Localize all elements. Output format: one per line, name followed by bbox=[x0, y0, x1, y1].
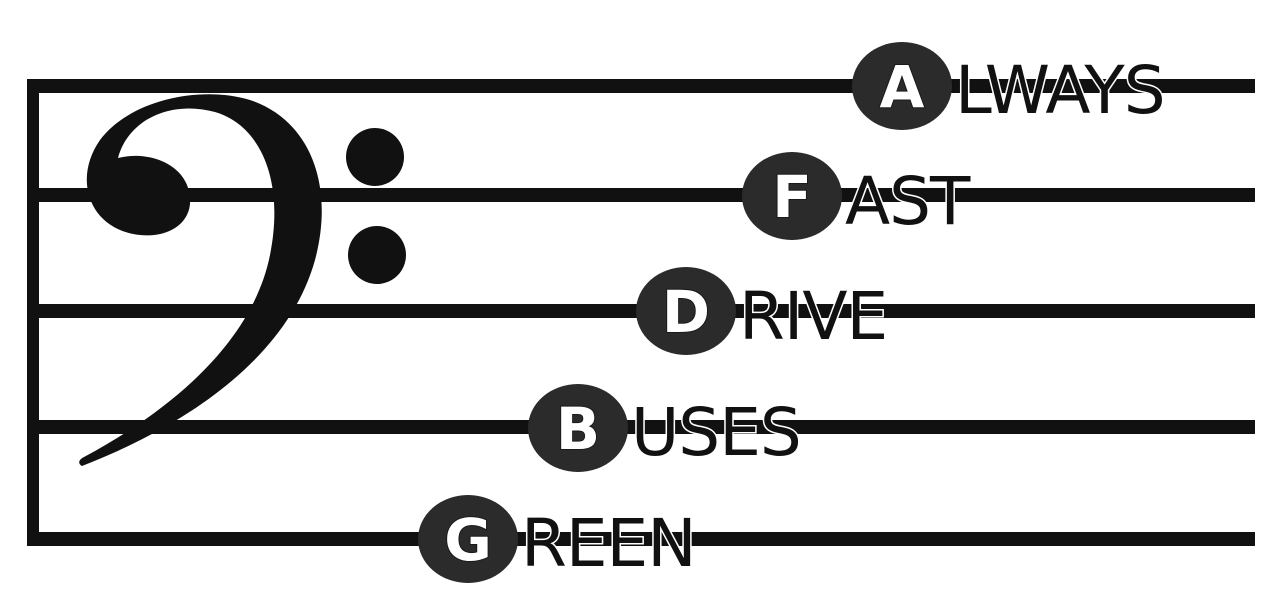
badge-letter-f: F bbox=[772, 163, 812, 231]
staff-line-5 bbox=[27, 532, 1255, 546]
staff-left-barline bbox=[27, 79, 39, 546]
letter-badge-a bbox=[852, 42, 952, 130]
word-rest-drive: RIVE bbox=[739, 278, 887, 355]
mnemonic-list: A LWAYS F AST D RIVE B USES G REEN bbox=[418, 42, 1167, 584]
mnemonic-row-green: G REEN bbox=[418, 495, 698, 584]
letter-badge-b bbox=[528, 384, 628, 472]
mnemonic-row-fast: F AST bbox=[742, 152, 974, 242]
staff-line-2 bbox=[27, 188, 1255, 202]
letter-badge-g bbox=[418, 495, 518, 583]
badge-letter-a: A bbox=[880, 53, 925, 121]
word-rest-green: REEN bbox=[521, 505, 696, 582]
bass-clef-icon bbox=[79, 94, 406, 467]
mnemonic-row-always: A LWAYS bbox=[852, 42, 1167, 131]
badge-letter-d: D bbox=[662, 278, 710, 346]
letter-badge-d bbox=[636, 267, 736, 355]
staff-line-4 bbox=[27, 420, 1255, 434]
badge-letter-g: G bbox=[444, 506, 492, 574]
word-rest-fast: AST bbox=[845, 163, 971, 240]
staff-lines bbox=[27, 79, 1255, 546]
letter-badge-f bbox=[742, 152, 842, 240]
word-rest-buses: USES bbox=[631, 394, 801, 471]
word-rest-always: LWAYS bbox=[955, 52, 1165, 129]
mnemonic-row-drive: D RIVE bbox=[636, 267, 890, 357]
badge-letter-b: B bbox=[556, 395, 600, 463]
mnemonic-row-buses: B USES bbox=[528, 384, 803, 473]
